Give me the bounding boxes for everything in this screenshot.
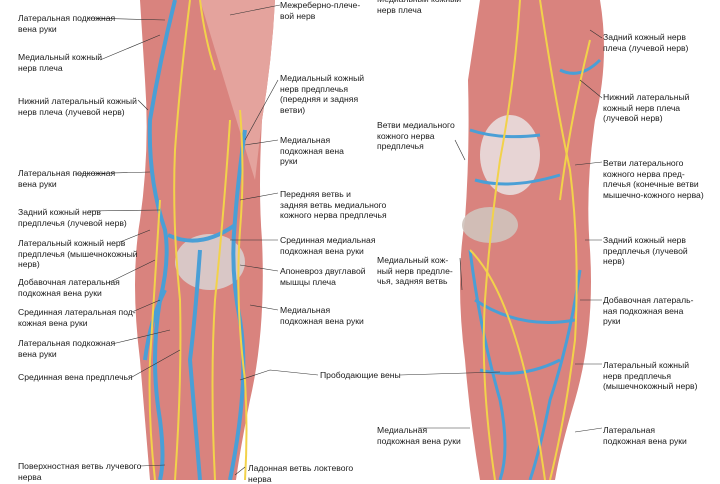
anatomy-label: Срединная медиальная подкожная вена руки (280, 235, 376, 256)
anatomy-label: Ветви медиального кожного нерва предплеч… (377, 120, 455, 151)
anatomy-label: Поверхностная ветвь лучевого нерва (18, 461, 142, 482)
anatomy-label: Латеральная подкожная вена руки (603, 425, 687, 446)
anatomy-label: Ладонная ветвь локтевого нерва (248, 463, 354, 484)
anatomy-label: Прободающие вены (320, 370, 401, 380)
posterior-arm (460, 0, 604, 480)
anatomy-label: Задний кожный нерв предплечья (лучевой н… (603, 235, 688, 266)
posterior-veins (468, 58, 602, 480)
anatomy-label: Латеральная подкожная вена руки (18, 13, 116, 34)
anatomy-label: Медиальный кожный нерв предплечья (перед… (280, 73, 365, 115)
anatomy-label: Передняя ветвь и задняя ветвь медиальног… (280, 189, 387, 220)
anatomy-label: Медиальный кожный нерв плеча (18, 52, 103, 73)
anatomy-label: Добавочная латераль- ная подкожная вена … (603, 295, 694, 326)
anatomy-label: Латеральная подкожная вена руки (18, 338, 116, 359)
anatomy-label: Добавочная латеральная подкожная вена ру… (18, 277, 120, 298)
elbow-fascia (462, 207, 518, 243)
anatomy-label: Медиальный кожный нерв плеча (377, 0, 461, 15)
anterior-muscle-shading (200, 0, 275, 180)
posterior-nerves (469, 0, 591, 480)
anterior-nerves (148, 0, 248, 480)
anatomy-label: Межреберно-плече- вой нерв (280, 0, 361, 21)
anatomy-label: Срединная вена предплечья (18, 372, 133, 382)
anatomy-label: Ветви латерального кожного нерва пред- п… (603, 158, 704, 200)
anatomy-label: Латеральная подкожная вена руки (18, 168, 116, 189)
anatomy-label: Апоневроз двуглавой мышцы плеча (280, 266, 366, 287)
anatomy-label: Задний кожный нерв плеча (лучевой нерв) (603, 32, 689, 53)
anatomy-label: Нижний латеральный кожный нерв плеча (лу… (18, 96, 137, 117)
anatomy-label: Медиальная подкожная вена руки (280, 305, 364, 326)
leader-lines (74, 4, 603, 476)
anatomy-label: Задний кожный нерв предплечья (лучевой н… (18, 207, 127, 228)
anatomy-label: Медиальная подкожная вена руки (377, 425, 461, 446)
anterior-veins (143, 0, 247, 480)
anatomy-label: Латеральный кожный нерв предплечья (мыше… (18, 238, 138, 269)
anatomy-label: Медиальная подкожная вена руки (280, 135, 344, 166)
anatomy-label: Медиальный кож- ный нерв предпле- чья, з… (377, 255, 453, 286)
anatomy-label: Срединная латеральная под- кожная вена р… (18, 307, 136, 328)
anterior-arm (135, 0, 275, 480)
bicipital-aponeurosis (175, 234, 245, 290)
anatomy-label: Нижний латеральный кожный нерв плеча (лу… (603, 92, 690, 123)
anatomy-label: Латеральный кожный нерв предплечья (мыше… (603, 360, 698, 391)
